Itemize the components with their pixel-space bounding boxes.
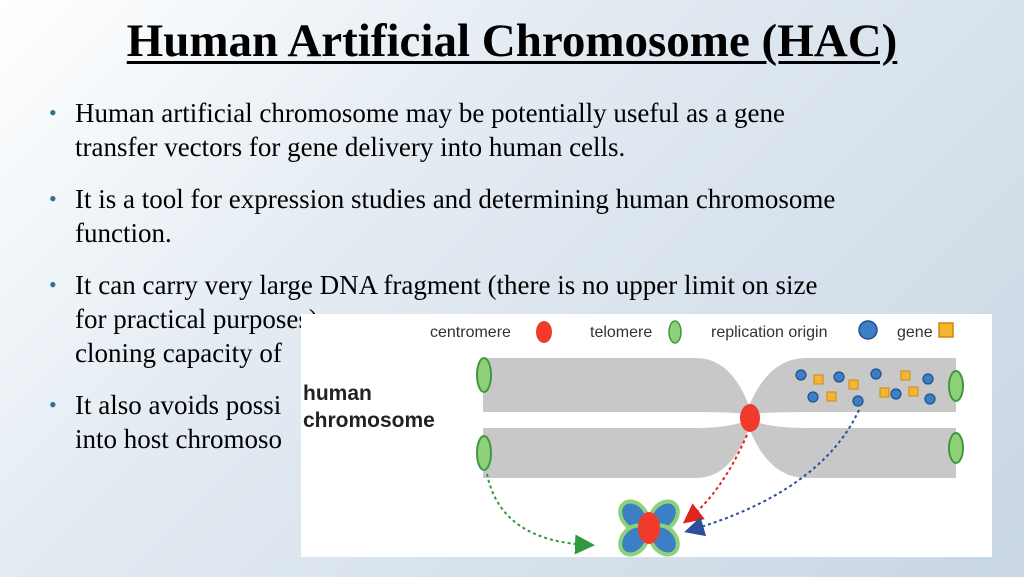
telomere-icon — [948, 432, 964, 464]
bullet-line: It also avoids possi — [75, 390, 282, 420]
telomere-arrow — [486, 473, 595, 555]
bullet-item: • It can carry very large DNA fragment (… — [40, 268, 960, 370]
human-chromosome-label-line2: chromosome — [303, 409, 435, 432]
bullet-line: into host chromoso — [75, 424, 282, 454]
bullet-line: function. — [75, 218, 172, 248]
replication-origin-icon — [795, 369, 807, 381]
gene-icon — [813, 374, 824, 385]
replication-origin-legend-icon — [858, 320, 878, 340]
gene-icon — [848, 379, 859, 390]
legend-gene-label: gene — [897, 324, 933, 341]
bullet-item: • It is a tool for expression studies an… — [40, 182, 960, 250]
hac-diagram-svg: centromere telomere replication origin g… — [303, 320, 964, 557]
bullet-item: • Human artificial chromosome may be pot… — [40, 96, 960, 164]
replication-origin-icon — [807, 391, 819, 403]
hac-icon — [618, 499, 680, 557]
replication-origin-icon — [890, 388, 902, 400]
bullet-dot-icon: • — [49, 272, 57, 297]
slide-title: Human Artificial Chromosome (HAC) — [126, 15, 898, 67]
gene-icon — [826, 391, 837, 402]
replication-origin-icon — [833, 371, 845, 383]
bullet-dot-icon: • — [49, 186, 57, 211]
gene-icon — [908, 386, 919, 397]
telomere-icon — [476, 435, 492, 471]
human-chromosome-label-line1: human — [303, 382, 372, 405]
bullet-line: Human artificial chromosome may be poten… — [75, 98, 786, 128]
centromere-legend-icon — [536, 321, 552, 343]
bullet-line: transfer vectors for gene delivery into … — [75, 132, 626, 162]
bullet-list: • Human artificial chromosome may be pot… — [40, 96, 960, 474]
chromosome-lower-arms — [483, 420, 956, 478]
legend-replication-origin-label: replication origin — [711, 324, 828, 341]
bullet-line: It is a tool for expression studies and … — [75, 184, 836, 214]
chromosome-upper-arms — [483, 358, 956, 414]
telomere-icon — [948, 370, 964, 402]
bullet-line: cloning capacity of — [75, 338, 282, 368]
replication-origin-icon — [852, 395, 864, 407]
centromere-icon — [740, 404, 760, 432]
legend-telomere-label: telomere — [590, 324, 652, 341]
telomere-legend-icon — [668, 320, 682, 344]
replication-origin-icon — [924, 393, 936, 405]
replication-origin-icon — [870, 368, 882, 380]
bullet-line: It can carry very large DNA fragment (th… — [75, 270, 818, 300]
gene-icon — [900, 370, 911, 381]
hac-diagram: centromere telomere replication origin g… — [301, 314, 992, 557]
replication-origin-icon — [922, 373, 934, 385]
bullet-dot-icon: • — [49, 100, 57, 125]
bullet-item: • It also avoids possi into host chromos… — [40, 388, 960, 456]
gene-legend-icon — [938, 322, 954, 338]
bullet-dot-icon: • — [49, 392, 57, 417]
gene-icon — [879, 387, 890, 398]
telomere-icon — [476, 357, 492, 393]
legend-centromere-label: centromere — [430, 324, 511, 341]
bullet-line: for practical purposes) — [75, 304, 318, 334]
centromere-arrow — [682, 434, 748, 524]
